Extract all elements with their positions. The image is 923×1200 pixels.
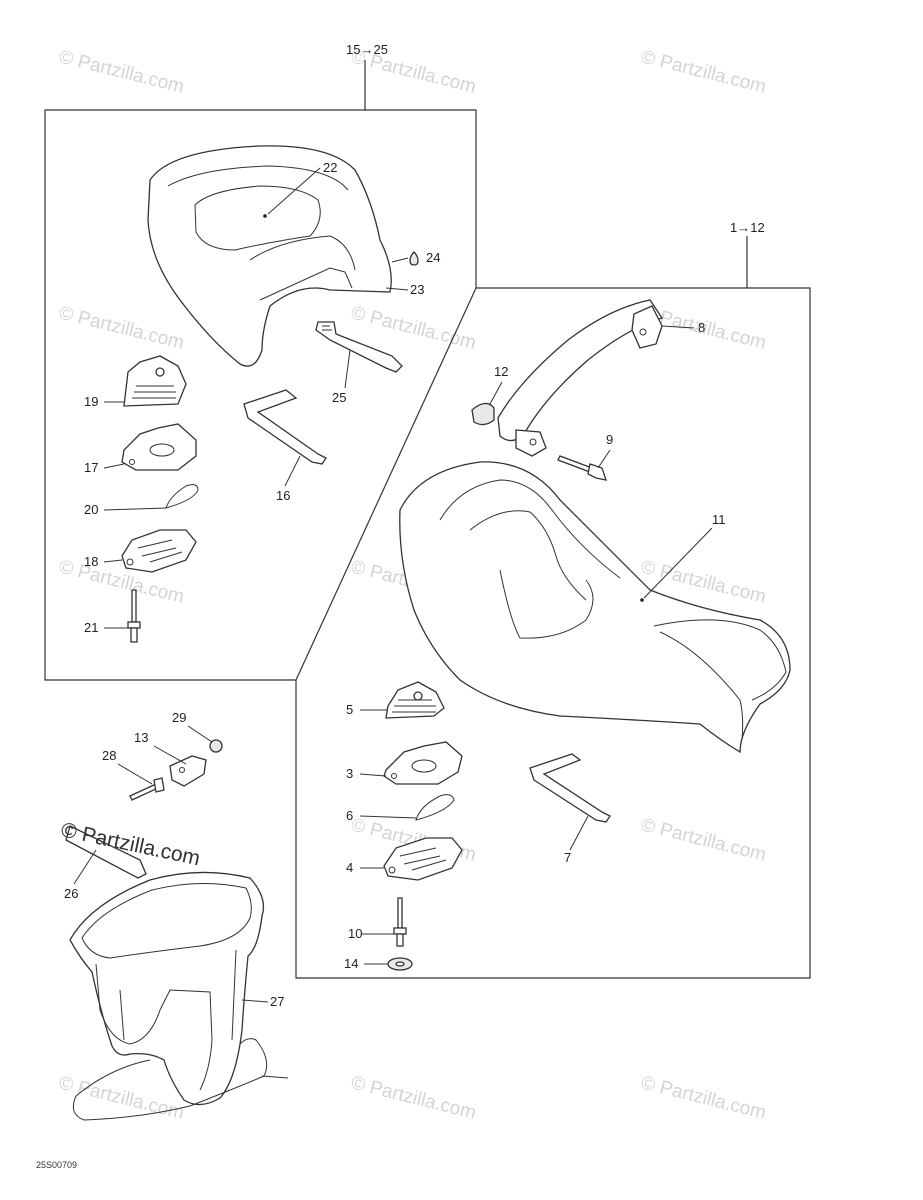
callout-25: 25 <box>332 390 346 405</box>
callout-14: 29 <box>172 710 186 725</box>
callout-2: 7 <box>564 850 571 865</box>
leader-9 <box>597 449 611 469</box>
callout-23: 23 <box>410 282 424 297</box>
part-11-main-seat <box>399 461 791 754</box>
leader-8 <box>661 325 695 329</box>
callout-9: 9 <box>606 432 613 447</box>
part-19-latch <box>123 355 187 407</box>
leader-3 <box>359 773 387 777</box>
callout-10: 14 <box>344 956 358 971</box>
callout-12: 12 <box>494 364 508 379</box>
leader-26 <box>241 999 269 1003</box>
callout-5: 5 <box>346 702 353 717</box>
callout-4: 4 <box>346 860 353 875</box>
part-3-base <box>383 741 463 785</box>
leader-24 <box>391 257 409 263</box>
leader-20 <box>103 507 167 511</box>
callout-24: 24 <box>426 250 440 265</box>
callout-18: 18 <box>84 554 98 569</box>
leader-18 <box>103 559 123 563</box>
part-29-plate <box>169 755 207 787</box>
part-9-bolt <box>557 455 607 481</box>
callout-11: 11 <box>712 512 726 527</box>
part-6-cable <box>415 794 455 821</box>
leader-12 <box>489 381 503 405</box>
callout-8: 8 <box>698 320 705 335</box>
watermark: © Partzilla.com <box>57 1072 186 1123</box>
part-4-housing <box>383 837 463 881</box>
callout-16: 16 <box>276 488 290 503</box>
watermark: © Partzilla.com <box>639 814 768 865</box>
part-20-cable <box>165 484 199 509</box>
part-17-base <box>121 423 197 471</box>
part-18-housing <box>121 529 197 573</box>
callout-6: 6 <box>346 808 353 823</box>
group-label-upper-left: 15→25 <box>346 42 388 57</box>
leader-25 <box>344 349 351 389</box>
leader-14 <box>187 725 213 743</box>
leader-22 <box>267 167 321 215</box>
part-16-hex-key <box>243 389 327 465</box>
callout-22: 22 <box>323 160 337 175</box>
callout-21: 21 <box>84 620 98 635</box>
leader-28 <box>73 849 97 885</box>
leader-2 <box>569 815 589 851</box>
watermark: © Partzilla.com <box>349 1072 478 1123</box>
callout-29: 13 <box>134 730 148 745</box>
callout-26: 27 <box>270 994 284 1009</box>
part-21-screw <box>127 589 141 643</box>
part-12-bumper <box>471 402 495 426</box>
part-27-gasket <box>72 1038 268 1121</box>
part-8-grab-handle <box>497 299 664 457</box>
watermark: © Partzilla.com <box>639 46 768 97</box>
part-5-latch <box>385 681 445 719</box>
part-25-strap <box>315 321 403 373</box>
group-frames <box>44 60 811 979</box>
part-rear-seat <box>147 145 392 367</box>
leader-27 <box>261 1075 289 1079</box>
leader-29 <box>153 745 187 765</box>
callout-28: 26 <box>64 886 78 901</box>
diagram-code: 25S00709 <box>36 1160 77 1170</box>
leader-13 <box>117 763 153 785</box>
leader-11 <box>643 527 713 599</box>
part-7-screw <box>393 897 407 947</box>
leader-6 <box>359 815 417 819</box>
part-26-storage-bin <box>69 871 265 1106</box>
part-10-washer <box>387 957 413 971</box>
leader-17 <box>103 463 125 469</box>
callout-19: 19 <box>84 394 98 409</box>
group-label-right: 1→12 <box>730 220 765 235</box>
leader-16 <box>284 455 301 487</box>
watermark: © Partzilla.com <box>639 1072 768 1123</box>
callout-20: 20 <box>84 502 98 517</box>
part-13-rivet <box>129 777 165 801</box>
frame-upper-left <box>44 109 477 681</box>
watermark: © Partzilla.com <box>57 46 186 97</box>
callout-17: 17 <box>84 460 98 475</box>
part-28-strap <box>65 825 147 879</box>
part-2-hex-key <box>529 753 611 823</box>
leader-23 <box>385 287 409 291</box>
callout-7: 10 <box>348 926 362 941</box>
part-14-nut <box>209 739 223 753</box>
callout-3: 3 <box>346 766 353 781</box>
watermark: © Partzilla.com <box>57 302 186 353</box>
part-24-plug <box>409 251 419 266</box>
callout-13: 28 <box>102 748 116 763</box>
frame-right <box>295 287 811 979</box>
